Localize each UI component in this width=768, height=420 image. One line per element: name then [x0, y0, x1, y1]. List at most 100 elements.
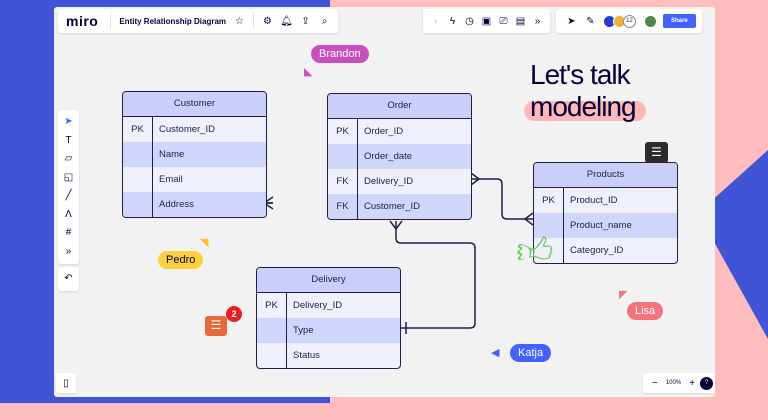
- board-title[interactable]: Entity Relationship Diagram: [119, 16, 227, 26]
- user-avatar[interactable]: [644, 14, 657, 28]
- key-cell: PK: [257, 293, 287, 318]
- cursor-arrow-icon: ◣: [304, 66, 313, 78]
- thumbs-up-sticker: 👍︎: [516, 230, 554, 271]
- notes-icon[interactable]: ▤: [515, 15, 526, 27]
- more-icon[interactable]: »: [534, 15, 541, 27]
- key-cell: FK: [328, 194, 358, 219]
- table-row[interactable]: PK Delivery_ID: [257, 293, 400, 318]
- sticky-note-icon[interactable]: ▣: [481, 15, 492, 27]
- field-cell: Product_name: [570, 220, 632, 231]
- field-cell: Delivery_ID: [364, 176, 414, 187]
- zoom-level[interactable]: 100%: [665, 380, 682, 386]
- background-blue-right: [708, 150, 768, 339]
- header-bar: miro Entity Relationship Diagram ☆ ⚙ 🔔︎ …: [58, 9, 339, 33]
- table-row[interactable]: PK Customer_ID: [123, 117, 266, 142]
- field-cell: Type: [293, 325, 314, 336]
- key-cell: [328, 144, 358, 169]
- miro-logo[interactable]: miro: [66, 13, 99, 29]
- board-canvas[interactable]: miro Entity Relationship Diagram ☆ ⚙ 🔔︎ …: [54, 7, 715, 397]
- table-row[interactable]: Product_name: [534, 213, 677, 238]
- connector-icon[interactable]: Λ: [65, 208, 72, 220]
- table-row[interactable]: Email: [123, 167, 266, 192]
- table-row[interactable]: Name: [123, 142, 266, 167]
- field-cell: Order_date: [364, 151, 413, 162]
- table-row[interactable]: Address: [123, 192, 266, 217]
- key-cell: [534, 213, 564, 238]
- key-cell: [123, 192, 153, 217]
- cursor-icon[interactable]: ➤: [567, 15, 576, 27]
- cursor-label-brandon: Brandon: [311, 45, 369, 63]
- key-cell: [257, 318, 287, 343]
- table-title: Products: [534, 163, 677, 188]
- key-cell: [534, 238, 564, 263]
- presentation-icon[interactable]: ⎚: [499, 15, 508, 27]
- zoom-out-button[interactable]: −: [652, 377, 658, 389]
- panel-toggle-icon[interactable]: ▯: [56, 373, 76, 393]
- order-products-connector: [471, 178, 533, 220]
- comment-count-badge: 2: [226, 306, 242, 322]
- undo-icon[interactable]: ↶: [64, 273, 73, 284]
- order-delivery-connector: [395, 221, 476, 329]
- key-cell: PK: [534, 188, 564, 213]
- comment-icon[interactable]: ☰: [205, 316, 227, 336]
- customer-table[interactable]: Customer PK Customer_ID Name Email Addres…: [122, 91, 267, 218]
- key-cell: PK: [123, 117, 153, 142]
- frame-icon[interactable]: #: [65, 227, 72, 238]
- key-cell: [257, 343, 287, 368]
- cursor-arrow-icon: ◀: [491, 347, 500, 359]
- collab-bar: ➤ ✎ 12 Share: [556, 9, 702, 33]
- select-icon[interactable]: ➤: [64, 116, 73, 127]
- field-cell: Address: [159, 199, 194, 210]
- table-title: Delivery: [257, 268, 400, 293]
- celebrate-icon[interactable]: ✎: [586, 15, 595, 27]
- chevron-right-icon[interactable]: ›: [433, 15, 438, 27]
- toolbar-center: › ϟ ◷ ▣ ⎚ ▤ »: [423, 9, 550, 33]
- lightning-icon[interactable]: ϟ: [449, 15, 456, 27]
- undo-panel: ↶: [58, 267, 79, 291]
- comment-icon[interactable]: ☰: [645, 142, 668, 163]
- cursor-label-katja: Katja: [510, 344, 552, 362]
- field-cell: Category_ID: [570, 245, 624, 256]
- field-cell: Customer_ID: [159, 124, 215, 135]
- more-tools-icon[interactable]: »: [65, 245, 72, 257]
- key-cell: [123, 142, 153, 167]
- zoom-controls: − 100% + ?: [643, 373, 715, 393]
- help-button[interactable]: ?: [700, 376, 714, 390]
- search-icon[interactable]: ⌕: [321, 15, 328, 27]
- bell-icon[interactable]: 🔔︎: [280, 15, 293, 27]
- cursor-arrow-icon: ◤: [619, 289, 628, 301]
- field-cell: Delivery_ID: [293, 300, 343, 311]
- cursor-arrow-icon: ◥: [200, 237, 209, 249]
- key-cell: [123, 167, 153, 192]
- share-button[interactable]: Share: [663, 14, 696, 28]
- sticky-note-icon[interactable]: ▱: [64, 153, 73, 164]
- collaborator-count[interactable]: 12: [623, 14, 636, 28]
- headline-line1: Let's talk: [530, 59, 631, 90]
- upload-icon[interactable]: ⇪: [301, 15, 310, 27]
- table-row[interactable]: Order_date: [328, 144, 471, 169]
- field-cell: Status: [293, 350, 320, 361]
- cursor-label-lisa: Lisa: [627, 302, 664, 320]
- key-cell: PK: [328, 119, 358, 144]
- zoom-in-button[interactable]: +: [689, 377, 696, 389]
- star-icon[interactable]: ☆: [235, 15, 245, 27]
- pen-icon[interactable]: ╱: [65, 190, 72, 201]
- delivery-table[interactable]: Delivery PK Delivery_ID Type Status: [256, 267, 401, 369]
- shapes-icon[interactable]: ◱: [63, 171, 74, 183]
- headline-line2: modeling: [530, 91, 637, 122]
- field-cell: Product_ID: [570, 195, 618, 206]
- products-table[interactable]: Products PK Product_ID Product_name Categ…: [533, 162, 678, 264]
- table-row[interactable]: Status: [257, 343, 400, 368]
- table-title: Customer: [123, 92, 266, 117]
- table-row[interactable]: Type: [257, 318, 400, 343]
- timer-icon[interactable]: ◷: [465, 15, 474, 27]
- text-icon[interactable]: T: [65, 134, 72, 146]
- headline: Let's talk modeling: [524, 59, 646, 123]
- table-row[interactable]: PK Product_ID: [534, 188, 677, 213]
- table-row[interactable]: Category_ID: [534, 238, 677, 263]
- settings-icon[interactable]: ⚙: [263, 15, 273, 27]
